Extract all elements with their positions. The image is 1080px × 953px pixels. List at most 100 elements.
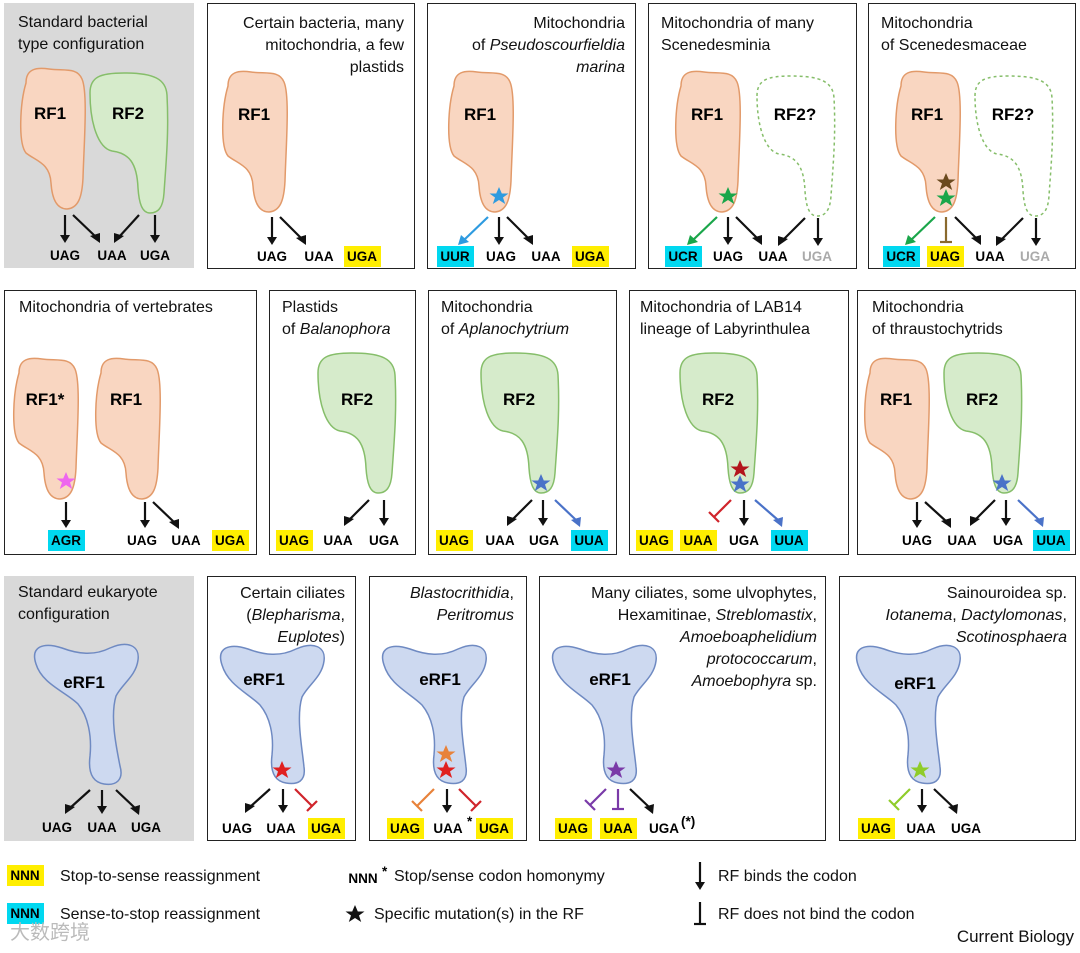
erf1-shape <box>551 644 657 785</box>
codon-uag: UAG <box>930 249 960 264</box>
rf-diagram: RF1* RF1 AGR UAG UAA UGA <box>12 357 249 551</box>
codon-ucr: UCR <box>886 249 915 264</box>
sense-to-stop-highlight <box>883 246 920 267</box>
codon-uaa: UAA <box>304 249 333 264</box>
rf1-label: RF1 <box>464 105 496 124</box>
stop-to-sense-highlight <box>555 818 592 839</box>
legend-sense-to-stop: Sense-to-stop reassignment <box>60 906 261 923</box>
codon-uag: UAG <box>861 821 891 836</box>
erf1-shape <box>381 644 487 785</box>
legend-yellow-swatch <box>7 865 44 886</box>
codon-uaa: UAA <box>906 821 935 836</box>
caption-italic: Balanophora <box>299 321 391 338</box>
codon-uga: UGA <box>479 821 509 836</box>
rf2-shape <box>943 352 1023 494</box>
caption-line: Plastids <box>282 299 339 316</box>
stop-to-sense-highlight <box>276 530 313 551</box>
codon-uaa: UAA <box>433 821 462 836</box>
caption-line: Mitochondria <box>441 299 533 316</box>
mutation-star-icon <box>910 761 930 778</box>
stop-to-sense-highlight <box>344 246 381 267</box>
stop-to-sense-highlight <box>436 530 473 551</box>
rf2-label: RF2? <box>774 105 817 124</box>
codon-uag: UAG <box>639 533 669 548</box>
caption-line: ( <box>246 607 252 624</box>
panel-vertebrates: Mitochondria of vertebrates RF1* RF1 AGR… <box>4 290 257 555</box>
codon-uag: UAG <box>558 821 588 836</box>
rf2-shape <box>480 352 560 494</box>
rf1-shape <box>894 70 961 213</box>
codon-uaa: UAA <box>975 249 1004 264</box>
erf1-label: eRF1 <box>419 670 461 689</box>
stop-to-sense-highlight <box>308 818 345 839</box>
erf1-label: eRF1 <box>589 670 631 689</box>
codon-uaa: UAA <box>87 820 116 835</box>
rf2-label: RF2 <box>503 390 535 409</box>
caption-italic: Blepharisma <box>251 607 341 624</box>
mutation-star-icon <box>730 460 750 477</box>
caption-line: Mitochondria <box>872 299 964 316</box>
legend-homonymy: Stop/sense codon homonymy <box>394 868 605 885</box>
caption-line: ) <box>339 629 345 646</box>
codon-uag: UAG <box>279 533 309 548</box>
rf-diagram: RF2 UAG UAA UGA <box>276 352 399 551</box>
caption-line: Sainouroidea sp. <box>946 585 1067 602</box>
panel-sainouroidea: Sainouroidea sp.Iotanema, Dactylomonas,S… <box>839 576 1076 841</box>
stop-to-sense-highlight <box>387 818 424 839</box>
erf1-shape <box>33 643 139 786</box>
codon-uga: UGA <box>215 533 245 548</box>
rf2-label: RF2 <box>341 390 373 409</box>
caption-line: Mitochondria <box>533 15 625 32</box>
homonymy-asterisk: * <box>467 814 473 829</box>
stop-to-sense-highlight <box>680 530 717 551</box>
legend-mutation: Specific mutation(s) in the RF <box>374 906 584 923</box>
codon-uag: UAG <box>486 249 516 264</box>
stop-to-sense-highlight <box>476 818 513 839</box>
erf1-label: eRF1 <box>63 673 105 692</box>
journal-credit: Current Biology <box>956 927 1074 946</box>
caption-line: Hexamitinae, <box>617 607 712 624</box>
rf1-label: RF1 <box>110 390 142 409</box>
caption-italic: Amoeboaphelidium <box>680 629 817 646</box>
legend-stop-to-sense: Stop-to-sense reassignment <box>60 868 261 885</box>
codon-uga: UGA <box>575 249 605 264</box>
codon-uaa: UAA <box>758 249 787 264</box>
erf1-diagram: eRF1 UAG UAA UGA <box>33 643 161 835</box>
codon-uag: UAG <box>390 821 420 836</box>
rf-diagram: RF1 RF2 UAG UAA UGA <box>19 67 170 263</box>
codon-uua: UUA <box>1036 533 1065 548</box>
sense-to-stop-highlight <box>665 246 702 267</box>
watermark: 大数跨境 <box>10 922 90 944</box>
erf1-diagram: eRF1 UAG UAA UGA <box>219 644 345 839</box>
codon-uaa: UAA <box>947 533 976 548</box>
codon-uag: UAG <box>50 248 80 263</box>
codon-uaa: UAA <box>323 533 352 548</box>
caption-italic: Aplanochytrium <box>458 321 570 338</box>
caption-italic: Pseudoscourfieldia <box>489 37 625 54</box>
codon-uga: UGA <box>993 533 1023 548</box>
codon-ucr: UCR <box>668 249 697 264</box>
codon-uur: UUR <box>440 249 469 264</box>
erf1-label: eRF1 <box>243 670 285 689</box>
mutation-star-icon <box>730 475 750 492</box>
rf2-shape <box>317 352 397 494</box>
codon-uga: UGA <box>131 820 161 835</box>
panel-blastocrithidia: Blastocrithidia,Peritromus eRF1 UAG UAA … <box>369 576 527 841</box>
codon-uga: UGA <box>140 248 170 263</box>
caption-line: lineage of Labyrinthulea <box>640 321 810 338</box>
rf2-shape <box>89 72 169 214</box>
legend-nnn-homonymy: NNN <box>348 871 377 886</box>
rf1-label: RF1 <box>911 105 943 124</box>
codon-uaa: UAA <box>171 533 200 548</box>
caption-line: Standard bacterial <box>18 14 148 31</box>
sense-to-stop-highlight <box>771 530 808 551</box>
rf1-label: RF1 <box>34 104 66 123</box>
caption-italic: protococcarum <box>706 651 813 668</box>
rf2-shape <box>974 75 1054 217</box>
caption-line: , <box>340 607 345 624</box>
codon-uga: UGA <box>529 533 559 548</box>
erf1-diagram: eRF1 UAG UAA UGA (*) <box>551 644 695 839</box>
